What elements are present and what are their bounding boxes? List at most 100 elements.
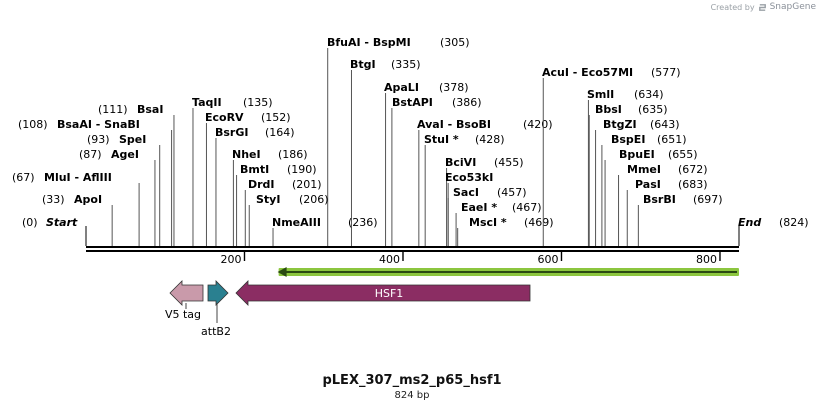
cut-site-label-name: MmeI	[627, 163, 661, 176]
feature-label: attB2	[201, 325, 231, 338]
ruler-tick-label: 800	[696, 253, 717, 266]
cut-site: BsrGI(164)	[215, 126, 295, 246]
cut-site-label-position: (186)	[278, 148, 308, 161]
cut-site: NmeAIII(236)	[272, 216, 378, 246]
cut-site-label: ApoI (33)	[42, 193, 102, 206]
cut-site-label-position: (206)	[299, 193, 329, 206]
cut-site-label-position: (457)	[497, 186, 527, 199]
cut-site-label-name: SpeI	[119, 133, 146, 146]
cut-site-label: ApaLI(378)	[384, 81, 469, 94]
orf-arrowhead	[277, 267, 287, 277]
cut-site: BmtI(190)	[236, 163, 317, 246]
cut-site-label-position: (378)	[439, 81, 469, 94]
cut-site: BstAPI(386)	[391, 96, 482, 246]
ruler-tick: 800	[696, 252, 721, 266]
backbone-top-strand	[86, 246, 739, 248]
ruler-tick: 200	[220, 252, 246, 266]
cut-site-label-name: SacI	[453, 186, 479, 199]
cut-site-label-position: (236)	[348, 216, 378, 229]
cut-site-label: BtgZI(643)	[603, 118, 680, 131]
cut-site: BbsI (635)	[588, 103, 668, 246]
cut-site-label: SacI (457)	[453, 186, 527, 199]
cut-site-label-name: EaeI *	[461, 201, 497, 214]
feature: V5 tag	[165, 280, 204, 321]
cut-site-label: AgeI (87)	[79, 148, 139, 161]
cut-site-label-name: BsaAI - SnaBI	[57, 118, 140, 131]
cut-site-label: NheI(186)	[232, 148, 308, 161]
cut-site: SpeI (93)	[87, 133, 161, 246]
ruler-tick-label: 200	[220, 253, 241, 266]
feature-arrow	[235, 280, 531, 306]
cut-site-label-position: (467)	[512, 201, 542, 214]
cut-site-label: MmeI(672)	[627, 163, 708, 176]
cut-site-label-position: (33)	[42, 193, 65, 206]
end-marker: End (824)	[738, 216, 809, 246]
orf-arrow	[277, 267, 739, 277]
cut-site-label-name: DrdI	[248, 178, 275, 191]
features: V5 tag attB2 HSF1	[165, 280, 531, 338]
orf-core	[280, 271, 737, 273]
feature-label: HSF1	[375, 287, 404, 300]
cut-site-label-name: AgeI	[111, 148, 139, 161]
cut-site-label: BstAPI(386)	[392, 96, 482, 109]
cut-site-label-name: EcoRV	[205, 111, 244, 124]
cut-site-label: BbsI (635)	[595, 103, 668, 116]
cut-site-label: PasI(683)	[635, 178, 708, 191]
credit-brand: SnapGene	[769, 2, 816, 12]
cut-site-label-name: BciVI	[445, 156, 476, 169]
cut-site-label-name: ApoI	[74, 193, 102, 206]
cut-site-label-position: (386)	[452, 96, 482, 109]
cut-site-label-position: (655)	[668, 148, 698, 161]
cut-site-label-position: (108)	[18, 118, 48, 131]
cut-site-label-name: PasI	[635, 178, 661, 191]
cut-site: ApaLI(378)	[384, 81, 469, 246]
end-name: End	[738, 216, 761, 229]
ruler-tick-label: 400	[379, 253, 400, 266]
cut-site-label: BsrBI(697)	[643, 193, 723, 206]
cut-site-label-position: (697)	[693, 193, 723, 206]
cut-site: BsrBI(697)	[637, 193, 723, 246]
feature-arrow	[207, 280, 229, 306]
end-position: (824)	[779, 216, 809, 229]
cut-site-label-position: (93)	[87, 133, 110, 146]
cut-site: SmlI(634)	[587, 88, 664, 246]
snapgene-credit: Created by SnapGene	[711, 2, 816, 12]
snapgene-logo-icon	[758, 3, 766, 11]
feature: attB2	[201, 280, 231, 338]
plasmid-name: pLEX_307_ms2_p65_hsf1	[322, 373, 502, 388]
backbone-bottom-strand	[86, 250, 739, 252]
start-marker: (0)Start	[22, 216, 87, 246]
cut-site: MluI - AflIII (67)	[12, 171, 140, 246]
cut-site-label: SpeI (93)	[87, 133, 146, 146]
cut-site-label: StyI(206)	[256, 193, 329, 206]
cut-site-label-name: StuI *	[424, 133, 459, 146]
cut-site-label-position: (335)	[391, 58, 421, 71]
cut-site: TaqII (135)	[192, 96, 273, 246]
start-label: (0)Start	[22, 216, 78, 229]
cut-site: BfuAI - BspMI(305)	[327, 36, 470, 246]
feature-arrow	[169, 280, 204, 306]
cut-site-label-position: (164)	[265, 126, 295, 139]
cut-site-label: BsaAI - SnaBI (108)	[18, 118, 140, 131]
cut-site: MscI *(469)	[457, 216, 554, 246]
cut-site: DrdI(201)	[244, 178, 322, 246]
cut-site-label: AvaI - BsoBI(420)	[417, 118, 553, 131]
cut-site-label: MluI - AflIII (67)	[12, 171, 112, 184]
cut-site-label-position: (190)	[287, 163, 317, 176]
end-label: End (824)	[738, 216, 809, 229]
cut-site: StyI(206)	[248, 193, 329, 246]
cut-site-label-position: (469)	[524, 216, 554, 229]
cut-site-label-position: (135)	[243, 96, 273, 109]
cut-site-label-name: BbsI	[595, 103, 622, 116]
cut-site-label: StuI *(428)	[424, 133, 505, 146]
cut-site-label-name: TaqII	[192, 96, 222, 109]
cut-site-label-position: (643)	[650, 118, 680, 131]
cut-site-label-position: (87)	[79, 148, 102, 161]
cut-site-label-name: MluI - AflIII	[44, 171, 112, 184]
cut-site-label-position: (635)	[638, 103, 668, 116]
feature: HSF1	[235, 280, 531, 306]
cut-site: BsaI(111)	[98, 103, 175, 246]
cut-site: EaeI * (467)	[455, 201, 542, 246]
cut-site-label-position: (67)	[12, 171, 35, 184]
cut-site: AvaI - BsoBI(420)	[417, 118, 553, 246]
